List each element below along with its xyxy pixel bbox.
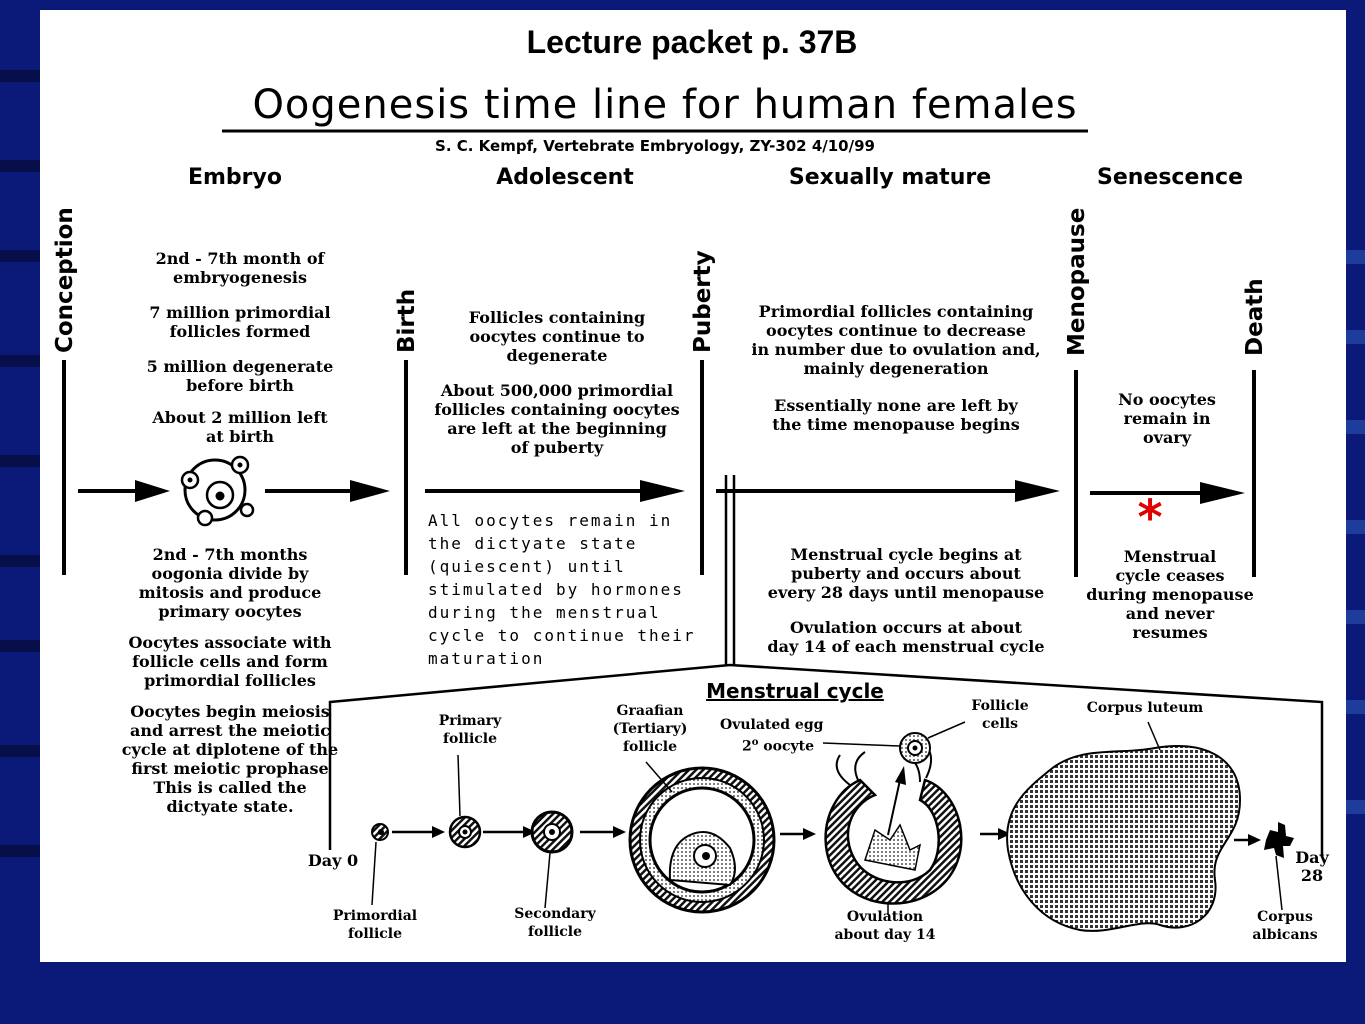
- cycle-arrows: [392, 826, 1261, 846]
- timeline-arrows: [78, 480, 1245, 504]
- stage-senescence: Senescence: [1096, 165, 1244, 190]
- asterisk-marker: *: [1137, 490, 1163, 546]
- ovulated-egg-drawing: [822, 721, 966, 764]
- ovulation-drawing: [824, 747, 963, 915]
- slide: Lecture packet p. 37B Oogenesis time lin…: [40, 10, 1346, 962]
- stage-sexually-mature: Sexually mature: [788, 165, 992, 190]
- label-corpus-luteum: Corpus luteum: [1086, 700, 1204, 716]
- stage-embryo: Embryo: [187, 165, 282, 190]
- corpus-albicans-drawing: [1264, 822, 1294, 911]
- milestone-conception: Conception: [52, 207, 78, 353]
- secondary-follicle-drawing: [530, 810, 574, 909]
- stage-adolescent: Adolescent: [496, 165, 634, 190]
- left-stripe-decoration: [0, 0, 40, 1024]
- embryo-oocyte-drawing: [180, 455, 255, 527]
- label-graafian-follicle: Graafian(Tertiary)follicle: [612, 703, 688, 755]
- menstrual-cycle-title: Menstrual cycle: [706, 679, 884, 703]
- primary-follicle-drawing: [448, 754, 482, 849]
- timeline-diagram: [62, 129, 1324, 932]
- menstrual-cycle-bracket: [328, 663, 1324, 855]
- corpus-luteum-drawing: [1006, 721, 1242, 932]
- graafian-follicle-drawing: [628, 761, 776, 914]
- page-title: Oogenesis time line for human females: [252, 82, 1078, 128]
- day-0-label: Day 0: [307, 851, 359, 870]
- milestone-death: Death: [1242, 278, 1268, 356]
- lecture-packet-label: Lecture packet p. 37B: [526, 24, 858, 60]
- label-ovulated-egg: Ovulated egg 2o oocyte: [720, 717, 824, 755]
- primordial-follicle-drawing: [371, 823, 389, 906]
- page-subtitle: S. C. Kempf, Vertebrate Embryology, ZY-3…: [435, 137, 875, 155]
